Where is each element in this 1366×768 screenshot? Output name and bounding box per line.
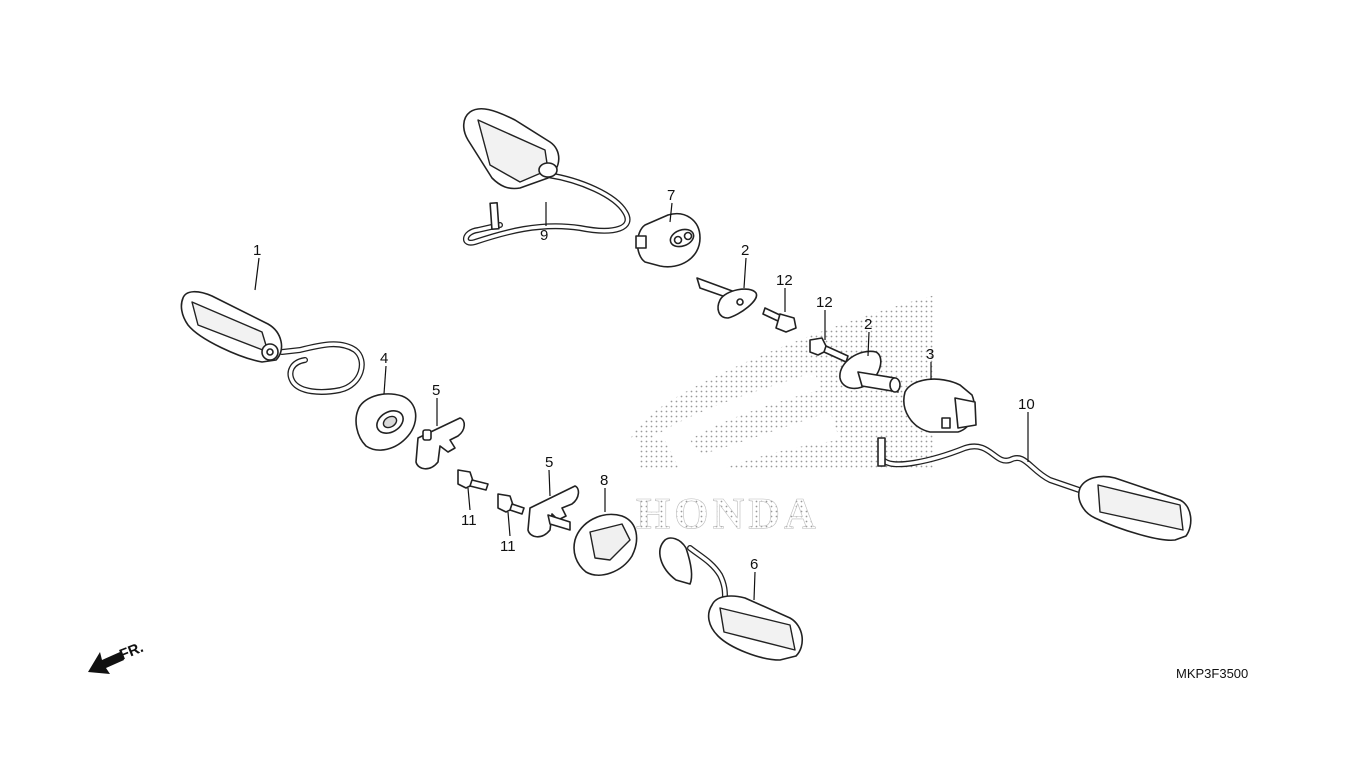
callout-1: 1 (253, 242, 261, 259)
callout-10: 10 (1018, 396, 1035, 413)
part-11-bolt-center (497, 493, 525, 515)
honda-watermark-text: HONDA (636, 489, 820, 539)
callout-6: 6 (750, 556, 758, 573)
svg-text:HONDA: HONDA (636, 489, 820, 538)
part-11-bolt-left (457, 469, 489, 491)
part-10-rear-winker-right (877, 437, 1192, 541)
callout-numbers: 1 4 5 11 11 5 8 6 9 7 2 12 12 2 3 10 (253, 187, 1035, 573)
callout-12-upper: 12 (776, 272, 793, 289)
honda-wing-watermark (630, 295, 935, 470)
front-direction-indicator: FR. (88, 639, 146, 674)
part-2-stay-lower (839, 350, 901, 393)
callout-2-upper: 2 (741, 242, 749, 259)
callout-4: 4 (380, 350, 388, 367)
callout-11-left: 11 (461, 512, 477, 529)
part-3-socket (903, 378, 977, 433)
callout-9: 9 (540, 227, 548, 244)
callout-2-lower: 2 (864, 316, 872, 333)
part-8-rubber-grommet (573, 513, 638, 576)
front-arrow-icon (88, 652, 124, 674)
front-label: FR. (117, 639, 146, 664)
callout-3: 3 (926, 346, 934, 363)
callout-8: 8 (600, 472, 608, 489)
part-7-rubber-grommet (635, 213, 701, 268)
callout-11-center: 11 (500, 538, 516, 555)
part-12-bolt-upper (762, 307, 797, 333)
part-5-stay-left (415, 417, 466, 470)
part-12-bolt-lower (809, 337, 849, 363)
part-5-stay-center (527, 485, 580, 538)
part-1-front-winker-left (180, 290, 365, 395)
part-6-rear-winker-left (659, 537, 803, 661)
part-4-rubber-grommet (355, 393, 417, 451)
callout-12-lower: 12 (816, 294, 833, 311)
diagram-code: MKP3F3500 (1176, 666, 1248, 681)
part-2-stay-upper (696, 277, 758, 319)
callout-5-left: 5 (432, 382, 440, 399)
callout-5-center: 5 (545, 454, 553, 471)
part-9-front-winker-right (462, 108, 631, 246)
callout-7: 7 (667, 187, 675, 204)
leader-lines (254, 202, 1029, 601)
